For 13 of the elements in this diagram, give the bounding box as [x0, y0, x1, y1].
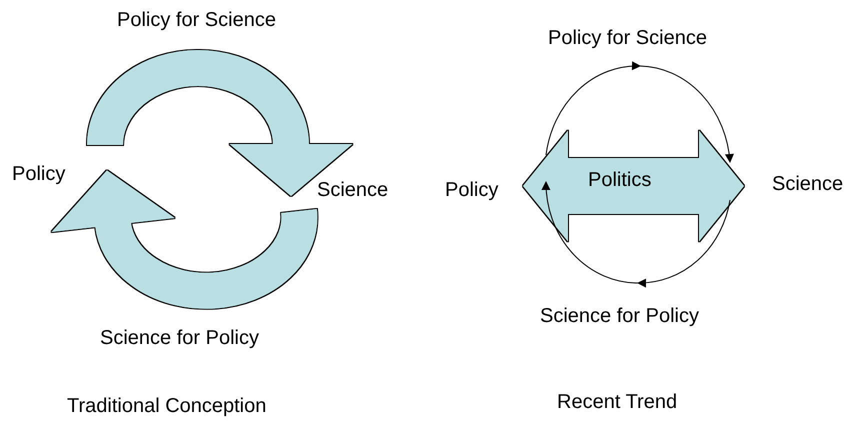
edge-label: Science for Policy	[100, 326, 259, 350]
edge-label: Science for Policy	[540, 304, 699, 328]
edge-label: Politics	[588, 168, 652, 192]
edge-label: Policy for Science	[548, 26, 707, 50]
block-arrow	[523, 130, 744, 242]
curved-arrow	[546, 61, 734, 163]
node-label: Science	[772, 172, 844, 196]
caption: Traditional Conception	[67, 394, 266, 418]
caption: Recent Trend	[557, 390, 678, 414]
node-label: Science	[317, 178, 388, 202]
node-label: Policy	[12, 162, 66, 186]
node-label: Policy	[445, 178, 498, 202]
edge-label: Policy for Science	[117, 8, 276, 32]
